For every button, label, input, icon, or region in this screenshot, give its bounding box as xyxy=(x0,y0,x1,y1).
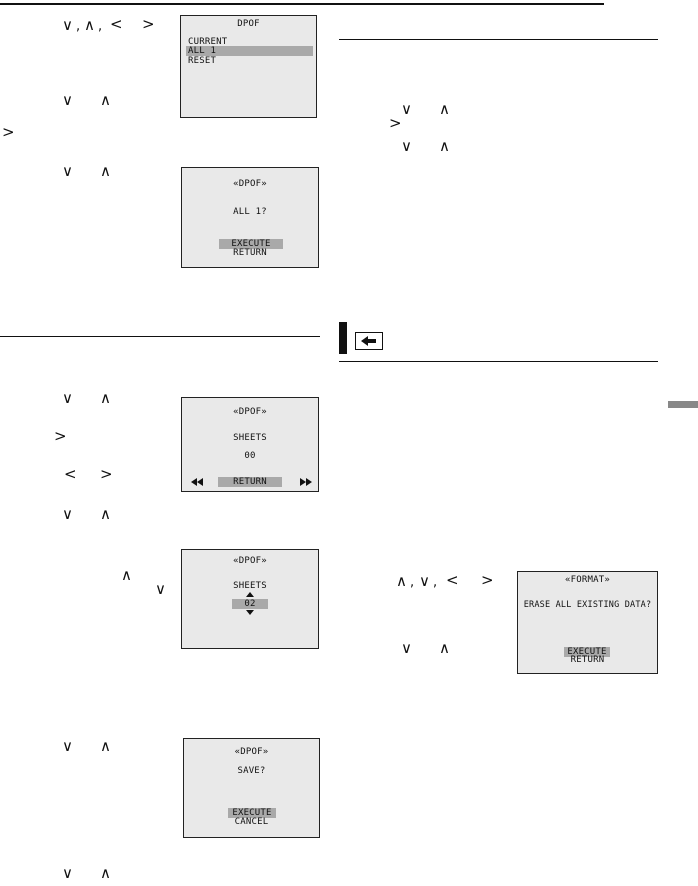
sheets-label: SHEETS xyxy=(233,433,267,443)
down-arrow-icon: ∨ xyxy=(62,389,73,407)
comma-separator: , xyxy=(76,19,81,34)
left-arrow-icon: < xyxy=(110,15,123,33)
execute-option[interactable]: EXECUTE xyxy=(228,808,276,818)
screen-title: «DPOF» xyxy=(233,407,267,417)
comma-separator: , xyxy=(98,19,103,34)
right-arrow-icon: > xyxy=(2,123,15,141)
up-arrow-icon: ∧ xyxy=(84,16,95,34)
up-arrow-icon: ∧ xyxy=(439,137,450,155)
up-arrow-icon: ∧ xyxy=(100,162,111,180)
screen-title: «FORMAT» xyxy=(565,575,610,585)
menu-item-reset[interactable]: RESET xyxy=(188,56,217,66)
up-arrow-icon: ∧ xyxy=(121,566,132,584)
format-confirm-screen: «FORMAT» ERASE ALL EXISTING DATA? EXECUT… xyxy=(517,571,658,674)
screen-title: «DPOF» xyxy=(233,179,267,189)
side-tab-mark xyxy=(668,401,698,408)
decrease-arrow-icon[interactable] xyxy=(246,610,254,615)
screen-title: DPOF xyxy=(237,19,260,29)
up-arrow-icon: ∧ xyxy=(100,505,111,523)
down-arrow-icon: ∨ xyxy=(62,16,73,34)
right-arrow-icon: > xyxy=(481,571,494,589)
up-arrow-icon: ∧ xyxy=(100,737,111,755)
rewind-icon[interactable] xyxy=(191,478,203,486)
down-arrow-icon: ∨ xyxy=(62,505,73,523)
comma-separator: , xyxy=(433,575,438,590)
right-section-rule-1 xyxy=(339,39,658,40)
comma-separator: , xyxy=(410,575,415,590)
up-arrow-icon: ∧ xyxy=(100,389,111,407)
right-arrow-icon: > xyxy=(142,15,155,33)
down-arrow-icon: ∨ xyxy=(401,100,412,118)
execute-option[interactable]: EXECUTE xyxy=(564,647,610,657)
screen-title: «DPOF» xyxy=(233,556,267,566)
up-arrow-icon: ∧ xyxy=(100,91,111,109)
down-arrow-icon: ∨ xyxy=(419,572,430,590)
save-confirm-screen: «DPOF» SAVE? EXECUTE CANCEL xyxy=(183,738,320,838)
up-arrow-icon: ∧ xyxy=(439,100,450,118)
increase-arrow-icon[interactable] xyxy=(246,592,254,597)
return-option[interactable]: RETURN xyxy=(233,248,267,258)
right-section-rule-2 xyxy=(339,361,658,362)
right-arrow-icon: > xyxy=(54,427,67,445)
down-arrow-icon: ∨ xyxy=(401,639,412,657)
down-arrow-icon: ∨ xyxy=(155,580,166,598)
screen-title: «DPOF» xyxy=(234,747,269,757)
top-rule xyxy=(0,3,604,5)
right-arrow-icon: > xyxy=(389,114,402,132)
left-section-rule xyxy=(0,336,320,337)
dpof-menu-screen: DPOF CURRENT ALL 1 RESET xyxy=(180,15,317,118)
menu-item-current[interactable]: CURRENT xyxy=(188,37,228,47)
down-arrow-icon: ∨ xyxy=(401,137,412,155)
left-arrow-icon: < xyxy=(64,465,77,483)
return-option[interactable]: RETURN xyxy=(570,655,605,665)
fast-forward-icon[interactable] xyxy=(300,478,312,486)
down-arrow-icon: ∨ xyxy=(62,737,73,755)
sheets-adjust-screen: «DPOF» SHEETS 02 xyxy=(181,549,319,649)
confirm-question: ERASE ALL EXISTING DATA? xyxy=(523,600,652,610)
confirm-question: SAVE? xyxy=(237,766,266,776)
right-arrow-icon: > xyxy=(100,465,113,483)
left-arrow-icon: < xyxy=(446,571,459,589)
sheets-label: SHEETS xyxy=(233,581,267,591)
sheets-value[interactable]: 02 xyxy=(232,599,268,609)
menu-item-all-1[interactable]: ALL 1 xyxy=(186,46,313,56)
down-arrow-icon: ∨ xyxy=(62,864,73,882)
back-arrow-icon xyxy=(361,336,376,346)
section-marker xyxy=(339,322,347,354)
up-arrow-icon: ∧ xyxy=(396,572,407,590)
cancel-option[interactable]: CANCEL xyxy=(234,817,269,827)
execute-option[interactable]: EXECUTE xyxy=(219,239,283,249)
confirm-question: ALL 1? xyxy=(233,207,267,217)
up-arrow-icon: ∧ xyxy=(439,639,450,657)
section-icon-box xyxy=(355,332,383,350)
down-arrow-icon: ∨ xyxy=(62,91,73,109)
down-arrow-icon: ∨ xyxy=(62,162,73,180)
all1-confirm-screen: «DPOF» ALL 1? EXECUTE RETURN xyxy=(181,167,319,268)
sheets-value: 00 xyxy=(244,451,256,461)
up-arrow-icon: ∧ xyxy=(100,864,111,882)
sheets-screen: «DPOF» SHEETS 00 RETURN xyxy=(181,397,319,492)
return-option[interactable]: RETURN xyxy=(218,477,282,487)
